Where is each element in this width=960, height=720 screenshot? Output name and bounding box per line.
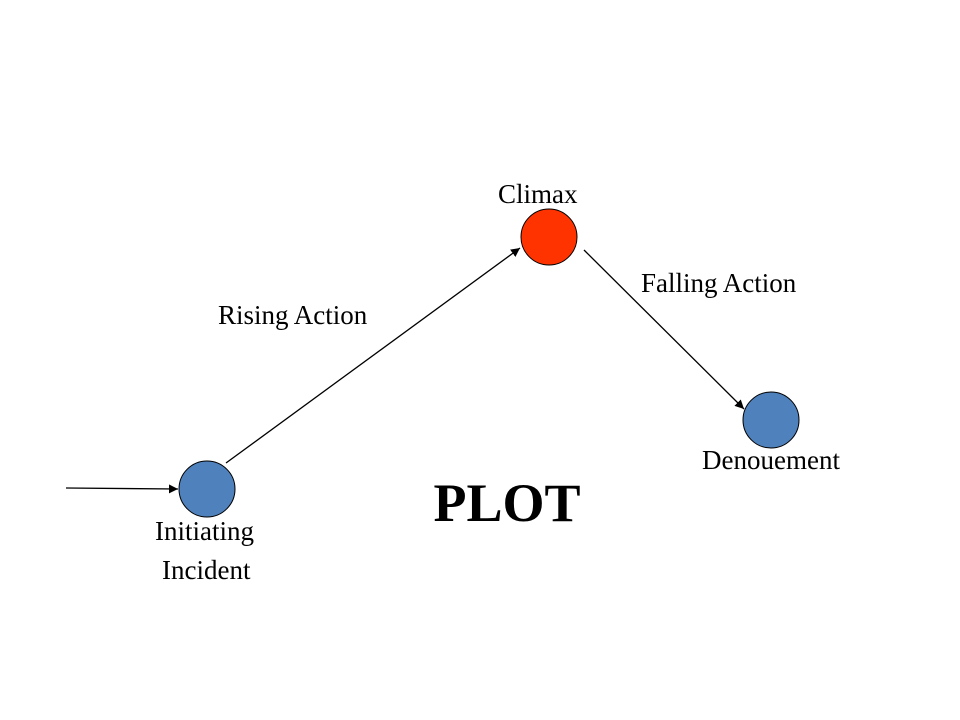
denouement-label: Denouement — [702, 445, 840, 475]
diagram-title: PLOT — [433, 473, 581, 533]
initiating-incident-label-line1: Initiating — [155, 516, 254, 546]
climax-label: Climax — [498, 179, 578, 209]
rising-action-label: Rising Action — [218, 300, 368, 330]
denouement-node — [742, 391, 800, 449]
incoming-arrow — [65, 484, 179, 494]
rising-action-arrow — [225, 247, 521, 464]
initiating-incident-label-line2: Incident — [162, 555, 251, 585]
falling-action-arrow — [583, 249, 745, 410]
falling-action-label: Falling Action — [641, 268, 797, 298]
initiating-incident-node — [178, 460, 236, 518]
climax-node — [520, 208, 578, 266]
